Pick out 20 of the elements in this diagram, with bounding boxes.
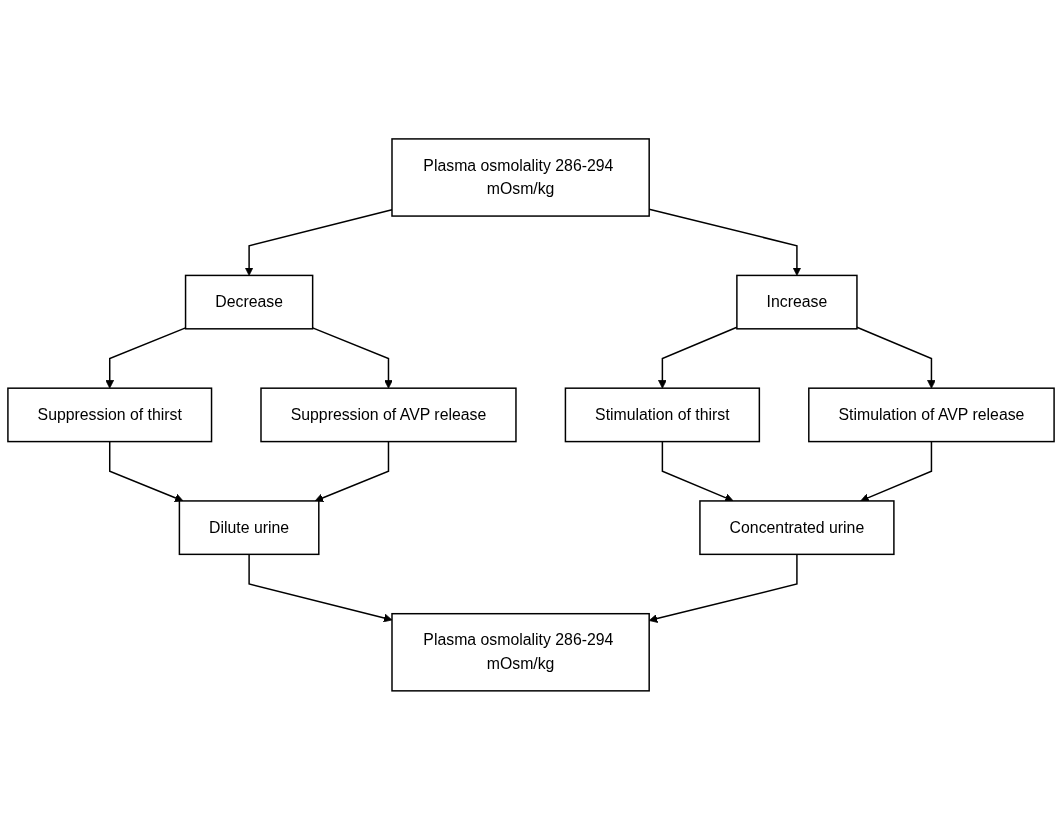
arrow [860, 440, 933, 502]
node-box: Suppression of AVP release [260, 387, 517, 442]
node-box: Dilute urine [178, 499, 320, 555]
arrow [109, 440, 184, 502]
arrow [658, 326, 738, 389]
arrow [856, 326, 936, 389]
arrow [244, 208, 393, 276]
node-box: Decrease [184, 274, 314, 330]
arrow [248, 553, 393, 622]
node-box: Suppression of thirst [7, 387, 213, 442]
arrow [314, 440, 390, 502]
arrow [661, 440, 734, 502]
arrow [311, 326, 393, 389]
node-box: Increase [736, 274, 858, 330]
node-box: Plasma osmolality 286-294 mOsm/kg [391, 137, 650, 217]
node-box: Concentrated urine [699, 499, 895, 555]
arrow [105, 326, 187, 389]
node-box: Stimulation of thirst [564, 387, 761, 442]
node-box: Stimulation of AVP release [808, 387, 1055, 442]
node-box: Plasma osmolality 286-294 mOsm/kg [391, 612, 650, 692]
